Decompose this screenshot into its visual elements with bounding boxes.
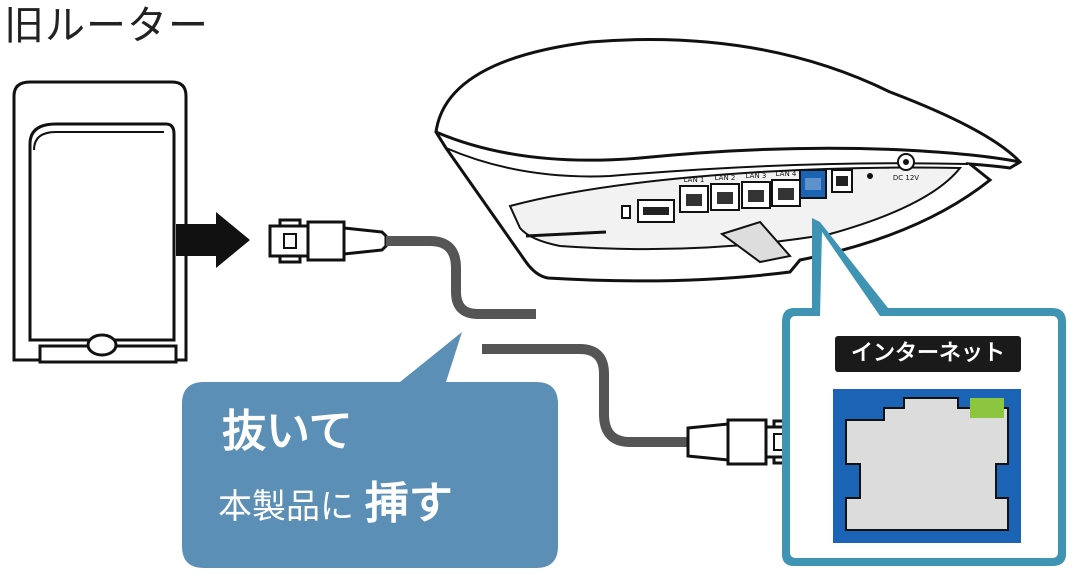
lan2-port-label: LAN 2 <box>715 174 736 182</box>
plug-target-text: 本製品に <box>218 487 354 527</box>
rj45-port-enlarged <box>833 389 1021 543</box>
lan-plug-old <box>268 218 388 264</box>
lan4-port-label: LAN 4 <box>776 170 797 178</box>
plug-action-text: 挿す <box>364 478 453 529</box>
internet-port-highlighted <box>799 169 827 199</box>
old-router <box>12 80 188 364</box>
lan-cable-old <box>386 236 536 319</box>
lan-port-4 <box>771 179 801 207</box>
lan-port-3 <box>741 181 771 209</box>
plug-instruction: 本製品に 挿す <box>218 478 453 533</box>
new-router: LAN 1 LAN 2 LAN 3 LAN 4 DC 12V <box>434 38 1023 283</box>
lan-port-1 <box>679 185 709 213</box>
unplug-instruction: 抜いて <box>222 406 353 457</box>
port-led-icon <box>970 398 1004 418</box>
old-router-title: 旧ルーター <box>4 3 209 49</box>
internet-port-label: インターネット <box>835 336 1021 372</box>
lan3-port-label: LAN 3 <box>746 172 767 180</box>
power-port-label: DC 12V <box>893 174 919 182</box>
internet-port-callout <box>782 218 1066 566</box>
instruction-bubble <box>182 332 558 568</box>
lan-cable-new <box>482 344 688 447</box>
pull-arrow-icon <box>176 212 250 268</box>
lan-port-2 <box>710 183 740 211</box>
lan1-port-label: LAN 1 <box>684 176 705 184</box>
